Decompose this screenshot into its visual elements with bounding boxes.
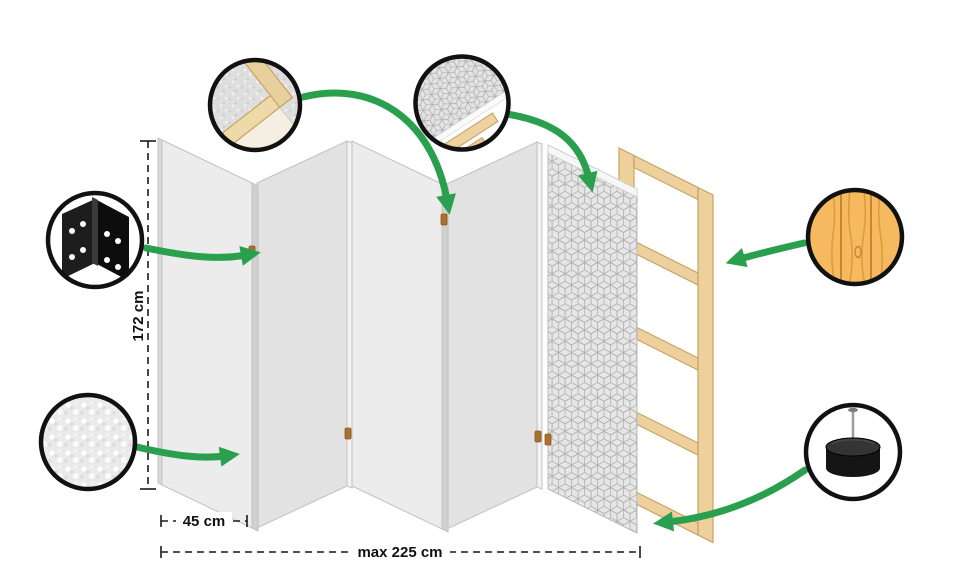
pattern-panel-face <box>547 144 638 534</box>
callout-hinge-detail <box>45 190 145 290</box>
frame-rung <box>633 240 699 286</box>
hinge-pin <box>544 433 552 446</box>
frame-rung <box>633 154 699 201</box>
label-backing <box>176 512 232 529</box>
arrow-fleece-to-panel <box>133 443 240 467</box>
callout-ring <box>45 190 145 290</box>
label-backing <box>350 543 450 560</box>
frame-right-rail <box>697 186 714 544</box>
callout-frame-corner-detail <box>207 57 303 153</box>
panel-fold-edge <box>536 141 543 490</box>
total-width-dimension-label: max 225 cm <box>357 544 442 561</box>
screen-panel-4 <box>446 141 538 530</box>
callout-ring <box>38 392 138 492</box>
callout-ring <box>805 187 905 287</box>
fleece-texture-icon <box>41 395 135 489</box>
callout-ring <box>413 54 511 152</box>
frame-rung <box>633 490 699 536</box>
hinge-pin <box>534 430 542 443</box>
screen-panel-1-left-edge <box>157 137 163 486</box>
hinge-pin <box>440 213 448 226</box>
hinge-pin <box>344 427 352 440</box>
screen-panel-1 <box>161 139 253 529</box>
foot-icon <box>825 407 881 477</box>
arrow-edge-to-pattern-panel <box>503 110 598 193</box>
frame-rung <box>633 325 699 371</box>
height-dimension-label: 172 cm <box>130 291 147 342</box>
callout-fleece-detail <box>38 392 138 492</box>
pattern-panel <box>547 144 638 534</box>
arrow-corner-to-panels <box>299 89 456 215</box>
frame-rung <box>633 410 699 456</box>
panel-fold-edge <box>441 183 449 533</box>
callout-pine-wood-detail <box>805 187 905 287</box>
panel-fold-edge <box>346 140 353 489</box>
folding-screen <box>157 137 543 533</box>
arrow-wood-to-frame <box>725 239 808 268</box>
callout-ring <box>207 57 303 153</box>
arrow-foot-to-frame-bottom <box>653 466 809 532</box>
screen-panel-2 <box>256 140 348 529</box>
callout-fabric-edge-detail <box>413 54 511 152</box>
panel-width-dimension-label: 45 cm <box>183 513 226 530</box>
hinge-pin <box>248 245 256 258</box>
arrow-hinge-to-fold <box>142 244 261 266</box>
callout-ring <box>803 402 903 502</box>
panel-fold-edge <box>251 182 259 532</box>
screen-panel-3 <box>351 140 443 530</box>
callout-arrows <box>133 89 809 532</box>
hinge-icon <box>62 197 129 281</box>
pine-wood-icon <box>808 190 902 284</box>
callout-foot-detail <box>803 402 903 502</box>
